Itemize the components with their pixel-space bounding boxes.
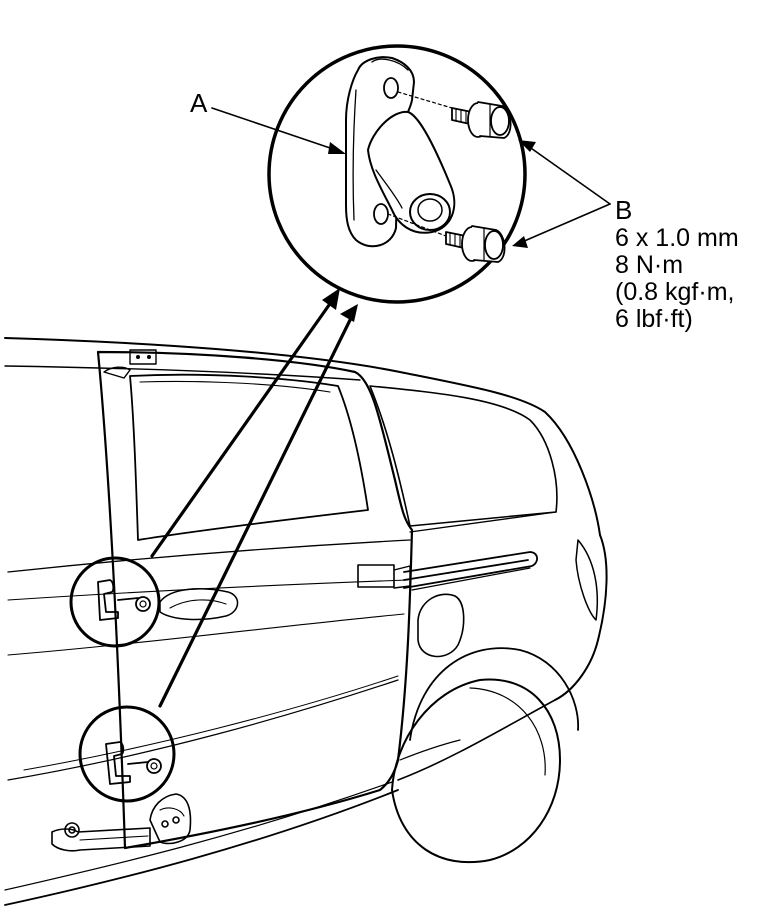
lower-hinge-bracket [149,793,192,845]
van-body [4,337,608,906]
lower-stopper-detail [78,705,176,803]
callout-a-label: A [190,88,208,118]
tail-lamp [575,539,599,621]
door-window [129,373,369,541]
lower-stopper-bracket [105,741,131,785]
leader-b-upper [527,145,611,205]
upper-stopper-detail [69,556,161,648]
magnify-pointers [150,288,358,708]
fastener-spec: 6 x 1.0 mm 8 N·m (0.8 kgf·m, 6 lbf·ft) [615,225,739,333]
door-handle [159,588,239,621]
callout-b-label: B [615,195,633,225]
rear-lower-body [397,699,556,781]
upper-stopper-bracket [97,579,119,621]
rear-tire [391,678,561,864]
fuel-filler-door [417,593,465,658]
center-rail [357,551,538,589]
rocker-panel [4,789,399,906]
lower-roller-assembly [51,793,192,852]
sliding-door [7,349,414,850]
roof-inner-line [4,365,361,381]
spec-torque-lbfft: 6 lbf·ft) [615,305,693,333]
spec-torque-nm: 8 N·m [615,251,684,279]
upper-roller-bracket [129,349,157,365]
flange-bolt-upper [451,101,512,139]
roof-line [4,337,601,536]
center-roller [357,564,395,588]
stopper-bracket-a [345,56,456,248]
lower-roller-arm [51,827,151,852]
spec-torque-kgfm: (0.8 kgf·m, [615,278,735,306]
lower-roller-wheel [64,822,80,838]
pointer-upper [150,296,336,558]
leader-a [211,107,337,151]
spec-size: 6 x 1.0 mm [615,224,739,252]
rear-wheel-arch [409,647,579,741]
pointer-lower [158,314,354,708]
flange-bolt-lower [445,225,506,263]
rear-body [554,534,608,701]
magnified-detail [211,44,611,304]
rear-quarter-window [369,385,558,527]
leader-b-lower [521,203,611,243]
door-outline [96,350,414,850]
